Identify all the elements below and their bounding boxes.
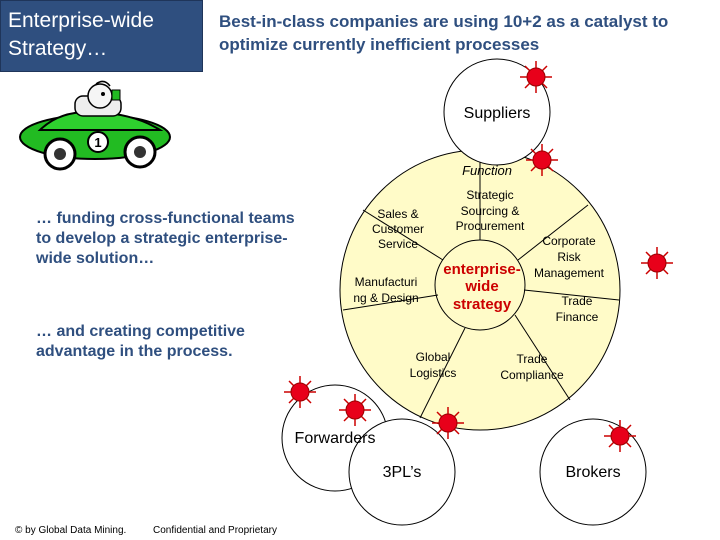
- segment-sales-3: Service: [378, 237, 418, 251]
- center-line-3: strategy: [453, 296, 512, 313]
- segment-strategic-3: Procurement: [456, 219, 525, 233]
- suppliers-circle: [443, 58, 551, 166]
- segment-compliance-1: Trade: [517, 352, 548, 366]
- segment-manufacturing-1: Manufacturi: [355, 275, 418, 289]
- bullet-funding: … funding cross-functional teams to deve…: [36, 210, 295, 267]
- footer-copyright: © by Global Data Mining.: [15, 525, 127, 536]
- 3pl-label: 3PL’s: [383, 464, 422, 481]
- segment-risk-2: Risk: [557, 250, 581, 264]
- segment-compliance-2: Compliance: [500, 368, 564, 382]
- forwarders-label: Forwarders: [295, 430, 376, 447]
- segment-logistics-1: Global: [416, 350, 451, 364]
- segment-strategic-1: Strategic: [466, 188, 513, 202]
- 3pl-circle: [348, 418, 456, 526]
- bullet-advantage: … and creating competitive advantage in …: [36, 323, 245, 360]
- segment-finance-2: Finance: [556, 310, 599, 324]
- page-title: Enterprise-wide Strategy…: [8, 9, 154, 60]
- segment-sales-2: Customer: [372, 222, 424, 236]
- segment-risk-1: Corporate: [542, 234, 596, 248]
- headline: Best-in-class companies are using 10+2 a…: [219, 12, 669, 54]
- circle-title: Function: [462, 163, 512, 178]
- footer-confidential: Confidential and Proprietary: [153, 525, 277, 536]
- car-number: 1: [94, 135, 101, 150]
- segment-finance-1: Trade: [562, 294, 593, 308]
- segment-logistics-2: Logistics: [410, 366, 457, 380]
- segment-strategic-2: Sourcing &: [461, 204, 520, 218]
- segment-risk-3: Management: [534, 266, 605, 280]
- suppliers-label: Suppliers: [464, 105, 531, 122]
- title-box: Enterprise-wide Strategy…: [0, 0, 203, 72]
- segment-sales-1: Sales &: [377, 207, 418, 221]
- segment-dividers: [342, 150, 620, 419]
- center-line-2: wide: [464, 278, 498, 295]
- starburst-risk-icon: [640, 246, 674, 280]
- race-car-icon: [19, 80, 171, 171]
- center-line-1: enterprise-: [443, 261, 521, 278]
- brokers-label: Brokers: [565, 464, 620, 481]
- segment-manufacturing-2: ng & Design: [353, 291, 418, 305]
